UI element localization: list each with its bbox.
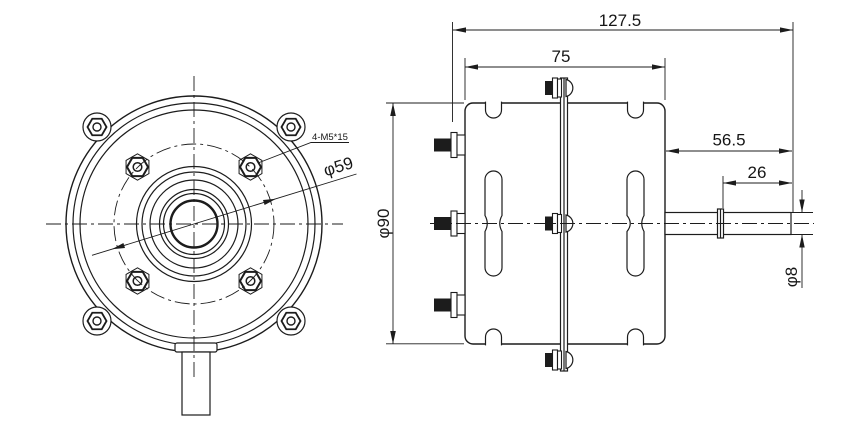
dim-body-length: 75 (464, 47, 666, 100)
dim-shaft-flat-length: 26 (722, 163, 792, 208)
ear-bolt-bottom-right (276, 306, 306, 336)
ear-bolt-top-left (82, 112, 112, 142)
dim-body-diameter: φ90 (374, 102, 464, 345)
ear-bolt-bottom-left (82, 306, 112, 336)
vent-slot-right (626, 170, 645, 277)
mounting-hole-callout-label: 4-M5*15 (312, 132, 348, 143)
dim-overall-length-label: 127.5 (599, 11, 642, 30)
ear-bolt-top-right (276, 112, 306, 142)
terminal-stud-bottom (433, 291, 466, 319)
dim-overall-length: 127.5 (452, 11, 794, 212)
mounting-hole-callout: 4-M5*15 (257, 132, 349, 164)
dim-body-length-label: 75 (552, 47, 571, 66)
center-crosshair (46, 76, 343, 377)
dim-shaft-diameter: φ8 (782, 190, 813, 288)
bracket-bolt-bottom (544, 349, 574, 371)
dim-shaft-side-length: 56.5 (666, 131, 792, 154)
terminal-stud-top (433, 131, 466, 159)
dim-shaft-flat-length-label: 26 (748, 163, 767, 182)
bracket-bolt-top (544, 77, 574, 99)
front-view: φ59 4-M5*15 (46, 76, 357, 416)
dim-shaft-side-length-label: 56.5 (712, 131, 745, 150)
dim-body-diameter-label: φ90 (374, 209, 393, 239)
dim-shaft-diameter-label: φ8 (782, 267, 801, 287)
body-edge-notches (484, 101, 645, 346)
side-view: 127.5 75 56.5 26 (374, 11, 814, 372)
terminal-stub (174, 342, 218, 416)
